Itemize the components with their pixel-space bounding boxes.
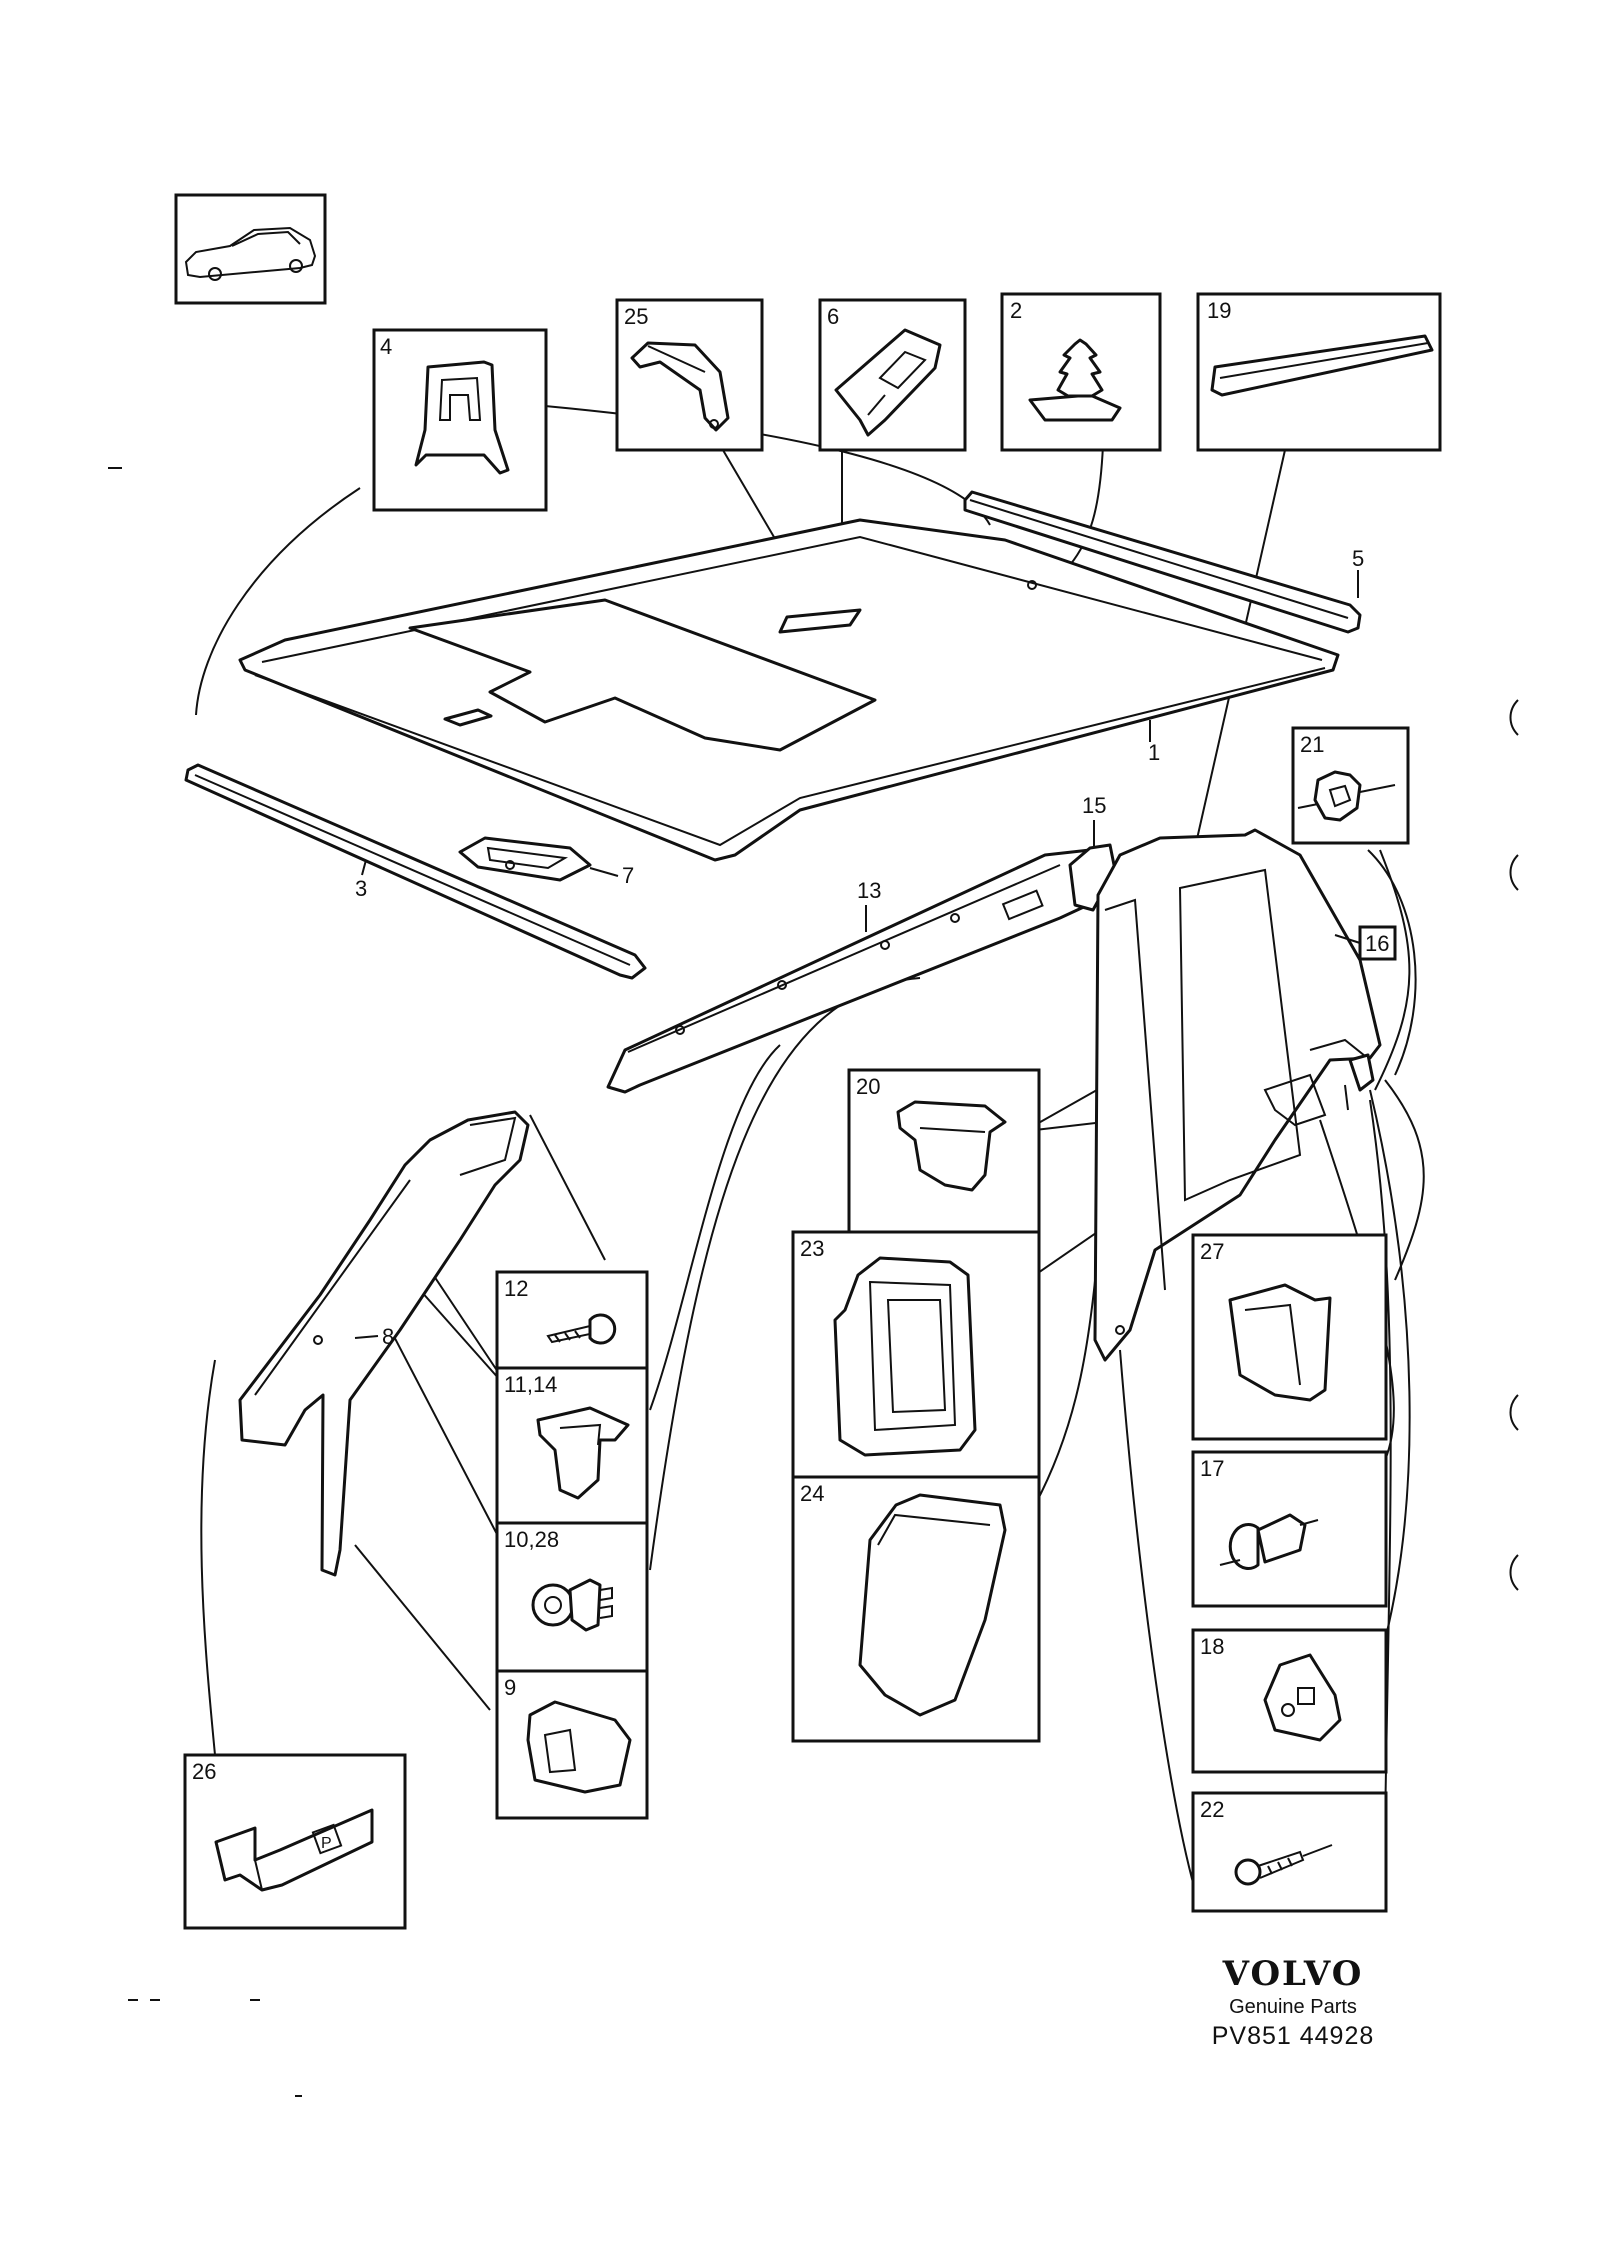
callout-box-9: [495, 1669, 649, 1820]
callout-label-22: 22: [1200, 1797, 1224, 1822]
callout-label-12: 12: [504, 1276, 528, 1301]
callout-label-6: 6: [827, 304, 839, 329]
footer-branding: VOLVO Genuine Parts PV851 44928: [1212, 1954, 1375, 2050]
callout-label-11-14: 11,14: [504, 1372, 557, 1397]
part-label-15: 15: [1082, 793, 1106, 818]
callout-box-26: [183, 1753, 407, 1930]
side-rail-13: [606, 848, 1092, 1094]
callout-label-25: 25: [624, 304, 648, 329]
headliner-panel: [238, 518, 1340, 862]
part-label-16: 16: [1365, 931, 1389, 956]
part-label-13: 13: [857, 878, 881, 903]
callout-box-24: [791, 1475, 1041, 1743]
callout-label-26: 26: [192, 1759, 216, 1784]
part-numbers: 1 3 5 7 8 13 15 16 P: [321, 546, 1389, 1852]
callout-box-25: [615, 298, 764, 452]
callout-label-18: 18: [1200, 1634, 1224, 1659]
callout-box-4: [372, 328, 548, 512]
callout-box-6: [818, 298, 967, 452]
a-pillar-trim-8: [238, 1110, 530, 1577]
brand-logo: VOLVO: [1222, 1954, 1364, 1994]
callout-box-22: [1191, 1791, 1388, 1913]
vehicle-thumbnail: [174, 193, 327, 305]
brand-subtitle: Genuine Parts: [1229, 1996, 1357, 2018]
callout-box-17: [1191, 1450, 1388, 1608]
callout-label-4: 4: [380, 334, 392, 359]
trim-strip-3: [184, 763, 647, 980]
callout-box-20: [847, 1068, 1041, 1234]
callout-box-19: [1196, 292, 1442, 452]
callout-label-21: 21: [1300, 732, 1324, 757]
lamp-housing-7: [458, 836, 592, 882]
callout-box-21: [1291, 726, 1410, 845]
part-label-1: 1: [1148, 740, 1160, 765]
part-label-7: 7: [622, 863, 634, 888]
callout-box-2: [1000, 292, 1162, 452]
callout-box-18: [1191, 1628, 1388, 1774]
callout-numbers: 4 25 6 2 19 21 20 23 24 12 11,14 10,28 9…: [192, 298, 1324, 1822]
callout-label-27: 27: [1200, 1239, 1224, 1264]
callout-label-2: 2: [1010, 298, 1022, 323]
reference-number: PV851 44928: [1212, 2022, 1375, 2050]
part-label-3: 3: [355, 876, 367, 901]
callout-box-11-14: [495, 1366, 649, 1525]
callout-label-9: 9: [504, 1675, 516, 1700]
callout-label-19: 19: [1207, 298, 1231, 323]
part-label-8: 8: [382, 1324, 394, 1349]
part-26-letter: P: [321, 1835, 332, 1852]
trim-strip-5: [963, 490, 1362, 634]
scan-marks: [108, 467, 1519, 2097]
callout-box-12: [495, 1270, 649, 1370]
rear-pillar-trim: [1093, 828, 1382, 1362]
callout-box-23: [791, 1230, 1041, 1479]
callout-box-27: [1191, 1233, 1388, 1441]
callout-label-10-28: 10,28: [504, 1527, 559, 1552]
callout-label-24: 24: [800, 1481, 824, 1506]
callout-label-20: 20: [856, 1074, 880, 1099]
callout-label-17: 17: [1200, 1456, 1224, 1481]
part-label-5: 5: [1352, 546, 1364, 571]
callout-label-23: 23: [800, 1236, 824, 1261]
callout-box-10-28: [495, 1521, 649, 1673]
